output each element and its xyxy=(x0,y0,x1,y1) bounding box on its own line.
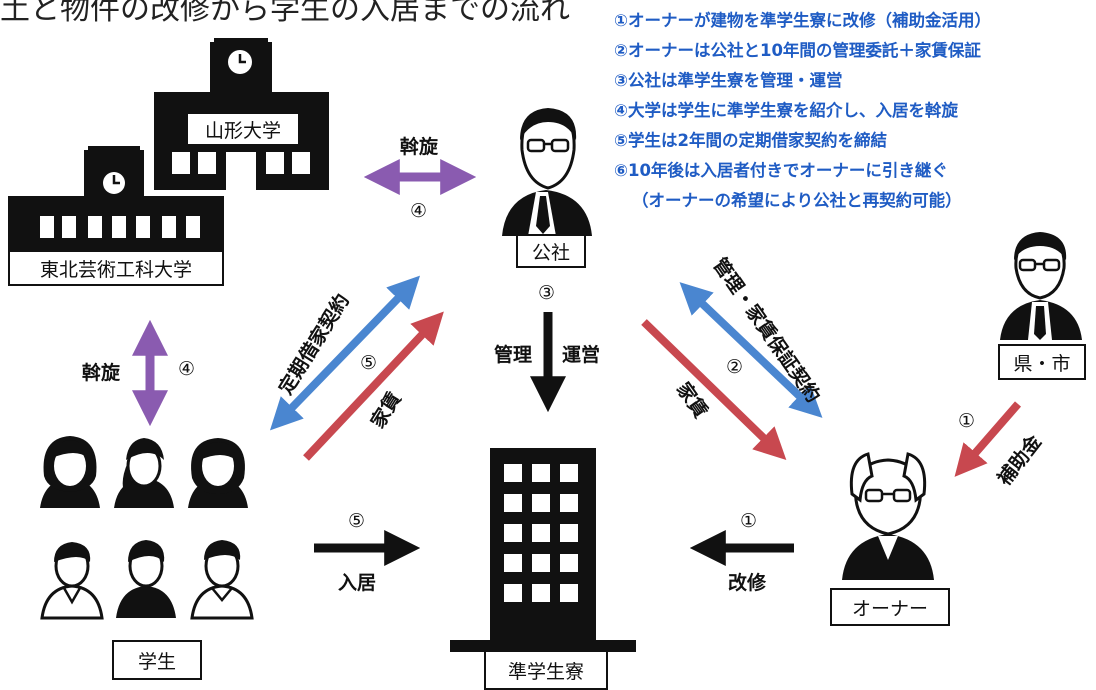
step-item: ⑥10年後は入居者付きでオーナーに引き継ぐ xyxy=(614,161,948,180)
student-6-icon xyxy=(190,540,254,620)
step-4-marker-top: ④ xyxy=(410,200,428,222)
step-1-marker-subsidy: ① xyxy=(958,410,976,432)
student-4-icon xyxy=(40,542,104,620)
step-item: ②オーナーは公社と10年間の管理委託＋家賃保証 xyxy=(614,41,981,60)
step-item: ④大学は学生に準学生寮を紹介し、入居を斡旋 xyxy=(614,101,958,120)
step-4-marker-left: ④ xyxy=(178,358,196,380)
move-in-label: 入居 xyxy=(338,572,377,594)
step-5-marker-lease: ⑤ xyxy=(360,352,378,374)
operation-label: 運営 xyxy=(562,344,601,366)
kousha-label: 公社 xyxy=(516,234,586,268)
student-5-icon xyxy=(116,540,176,618)
page-title: 土と物件の改修から学生の入居までの流れ xyxy=(0,0,570,27)
dorm-building-icon xyxy=(450,448,636,652)
student-3-icon xyxy=(188,438,248,508)
step-item: ③公社は準学生寮を管理・運営 xyxy=(614,71,843,90)
student-2-icon xyxy=(114,438,174,508)
rent-arrow-right xyxy=(641,319,787,461)
kousha-person-icon xyxy=(502,108,592,236)
student-1-icon xyxy=(40,436,100,508)
step-5-marker-move-in: ⑤ xyxy=(348,510,366,532)
prefecture-person-icon xyxy=(1000,232,1082,340)
owner-label: オーナー xyxy=(830,588,950,626)
yamagata-university-label: 山形大学 xyxy=(186,112,300,146)
step-item: ①オーナーが建物を準学生寮に改修（補助金活用） xyxy=(614,11,991,30)
step-list: ①オーナーが建物を準学生寮に改修（補助金活用） ②オーナーは公社と10年間の管理… xyxy=(614,6,991,216)
mediation-label-top: 斡旋 xyxy=(400,136,439,158)
prefecture-label: 県・市 xyxy=(998,344,1086,380)
mediation-label-left: 斡旋 xyxy=(82,362,121,384)
step-1-marker-renovation: ① xyxy=(740,510,758,532)
step-item: （オーナーの希望により公社と再契約可能） xyxy=(632,191,962,210)
tohoku-university-icon xyxy=(8,146,224,250)
students-label: 学生 xyxy=(112,640,202,680)
tohoku-university-label: 東北芸術工科大学 xyxy=(8,250,224,286)
renovation-label: 改修 xyxy=(728,572,767,594)
management-contract-arrow xyxy=(679,282,823,418)
step-3-marker: ③ xyxy=(538,282,556,304)
students-icon xyxy=(40,436,254,620)
management-label: 管理 xyxy=(494,344,533,366)
dorm-label: 準学生寮 xyxy=(484,650,608,690)
lease-contract-arrow xyxy=(269,275,421,431)
step-2-marker: ② xyxy=(726,356,744,378)
rent-arrow-left xyxy=(303,311,444,461)
step-item: ⑤学生は2年間の定期借家契約を締結 xyxy=(614,131,887,150)
subsidy-arrow xyxy=(954,401,1022,477)
owner-person-icon xyxy=(842,452,934,580)
